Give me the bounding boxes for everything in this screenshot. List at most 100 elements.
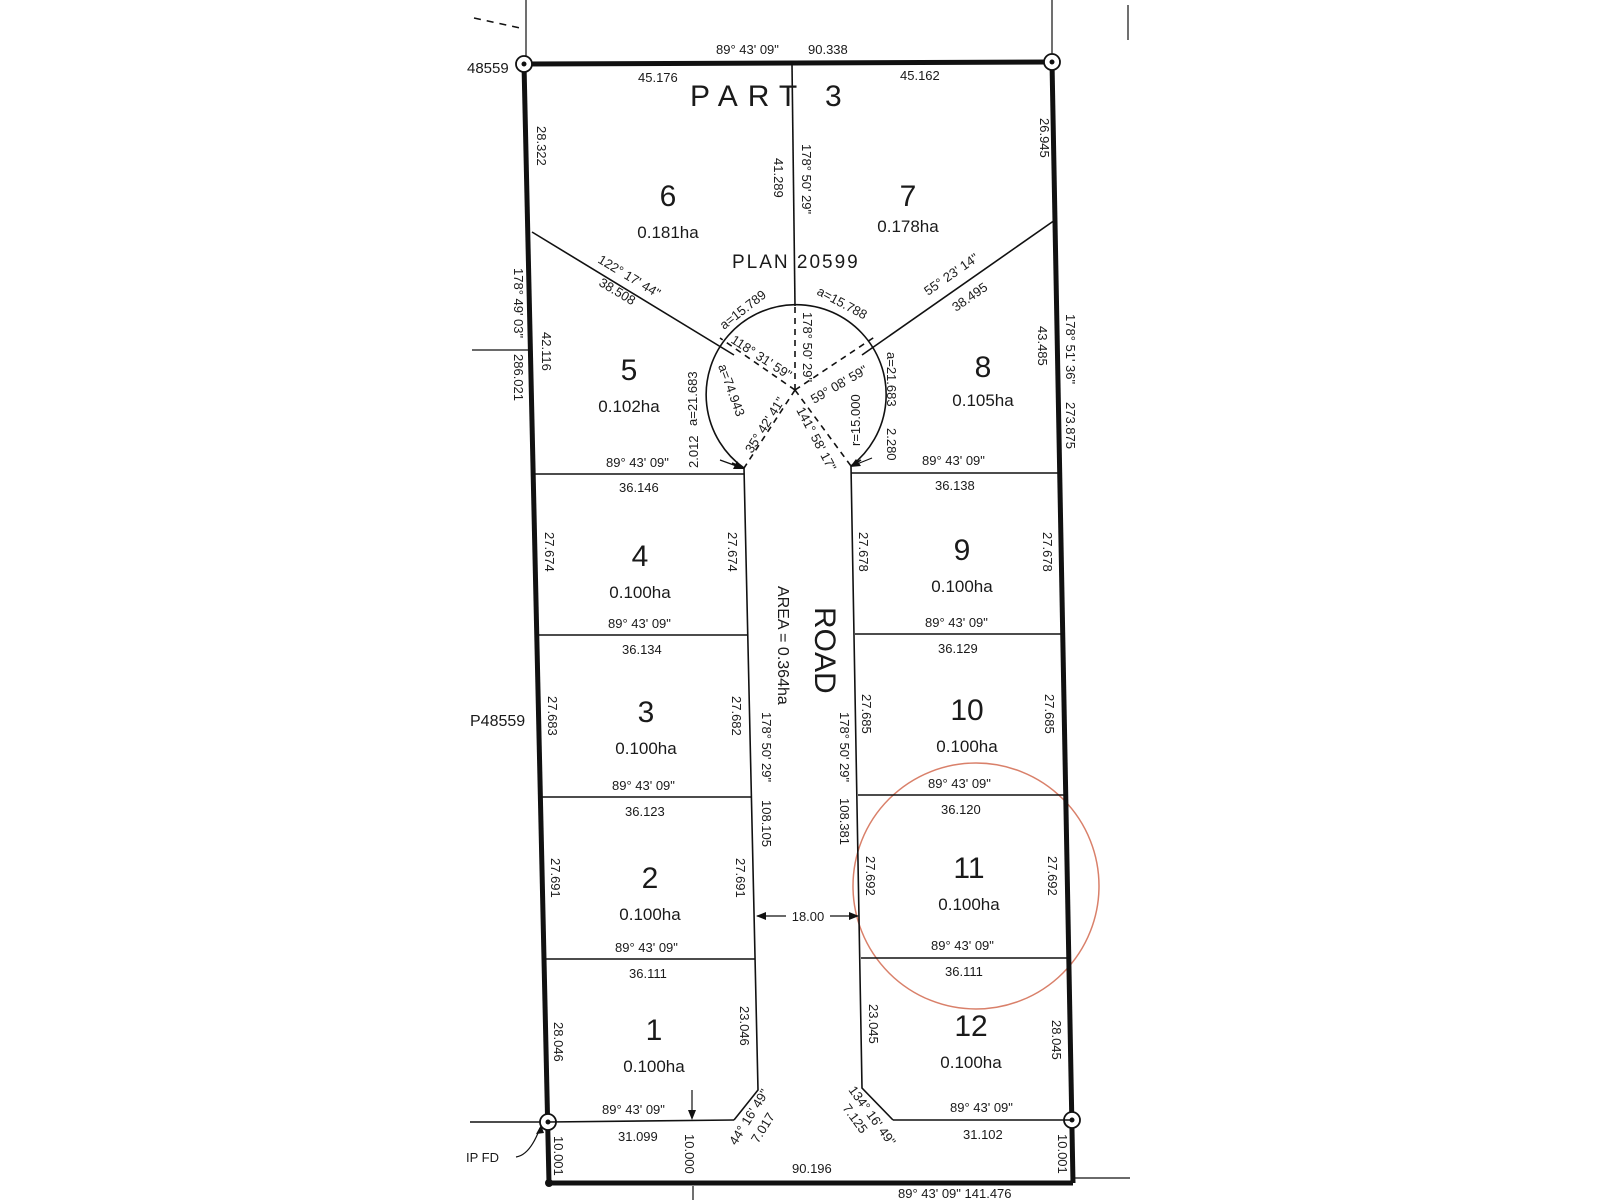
lot-5-6-divider bbox=[531, 231, 735, 356]
dim-road-left-bearing: 178° 50' 29" bbox=[759, 712, 774, 783]
road-left-edge bbox=[733, 467, 759, 1121]
lot-6-number: 6 bbox=[660, 180, 677, 213]
dim-l9-right: 27.678 bbox=[1040, 532, 1055, 572]
dim-top-left: 45.176 bbox=[638, 70, 678, 85]
dim-road-right-len: 108.381 bbox=[837, 798, 852, 845]
boundary-top bbox=[523, 59, 1053, 67]
ip-fd-arrowhead bbox=[536, 1125, 544, 1134]
road-width-label-bg bbox=[786, 906, 830, 926]
dim-angle-1: 118° 31' 59" bbox=[728, 332, 794, 382]
dim-center-bearing: 178° 50' 29" bbox=[800, 312, 815, 383]
corner-bottom-left-dot bbox=[545, 1179, 553, 1187]
dim-l12-bottom: 31.102 bbox=[963, 1127, 1003, 1142]
dim-l10-right: 27.685 bbox=[1042, 694, 1057, 734]
context-line-top-dashed bbox=[473, 17, 521, 29]
dim-l9-left: 27.678 bbox=[856, 532, 871, 572]
lot-5-number: 5 bbox=[621, 354, 638, 387]
lot-11-number: 11 bbox=[953, 852, 984, 885]
dim-right-total: 273.875 bbox=[1063, 402, 1078, 449]
dim-l2-right: 27.691 bbox=[733, 858, 748, 898]
dim-bottom-left-side: 10.001 bbox=[551, 1136, 566, 1176]
adjacent-plan-top: 48559 bbox=[467, 60, 509, 77]
dim-right-bearing: 178° 51' 36" bbox=[1063, 314, 1078, 385]
dim-l11-left: 27.692 bbox=[863, 856, 878, 896]
dim-l5-bottom-bearing: 89° 43' 09" bbox=[606, 455, 669, 470]
lot-7: 7 0.178ha bbox=[877, 180, 939, 236]
lot-2-area: 0.100ha bbox=[619, 905, 681, 924]
road-width-label: 18.00 bbox=[792, 909, 825, 924]
dim-radius: r=15.000 bbox=[848, 394, 863, 446]
dim-top-total: 90.338 bbox=[808, 42, 848, 57]
dim-l4-left: 27.674 bbox=[542, 532, 557, 572]
dim-left-total: 286.021 bbox=[511, 354, 526, 401]
lot-11: 11 0.100ha bbox=[938, 852, 1000, 914]
dim-arc-right-side: a=21.683 bbox=[884, 352, 899, 407]
lot-5-area: 0.102ha bbox=[598, 397, 660, 416]
right-offset-arrowhead bbox=[850, 459, 861, 467]
dim-arc-left-side: a=21.683 bbox=[685, 371, 700, 426]
dim-angle-3: 35° 42' 41" bbox=[742, 394, 788, 456]
lot-4-area: 0.100ha bbox=[609, 583, 671, 602]
part-label: PART 3 bbox=[690, 80, 852, 113]
lot-8: 8 0.105ha bbox=[952, 351, 1014, 410]
dim-arc-left-chord: a=74.943 bbox=[715, 362, 748, 418]
dim-top-right: 45.162 bbox=[900, 68, 940, 83]
dim-l2-bottom-bearing: 89° 43' 09" bbox=[615, 940, 678, 955]
dim-angle-4: 141° 58' 17" bbox=[793, 404, 839, 473]
cul-de-sac-bulb bbox=[705, 303, 887, 469]
dim-left-offset: 2.012 bbox=[686, 435, 701, 468]
adjacent-plan-mid: P48559 bbox=[470, 713, 525, 730]
lot-3-area: 0.100ha bbox=[615, 739, 677, 758]
road-label: ROAD bbox=[808, 607, 841, 694]
lot-1-bottom-line bbox=[547, 1119, 735, 1123]
monument-top-left-dot bbox=[521, 61, 527, 67]
radial-line-upper-right bbox=[794, 335, 877, 391]
dim-l3-left: 27.683 bbox=[545, 696, 560, 736]
dim-l1-bottom-bearing: 89° 43' 09" bbox=[602, 1102, 665, 1117]
lot-4: 4 0.100ha bbox=[609, 540, 671, 602]
dim-bottom-right-side: 10.001 bbox=[1055, 1134, 1070, 1174]
dim-right-8: 43.485 bbox=[1035, 326, 1050, 366]
lot-9: 9 0.100ha bbox=[931, 534, 993, 596]
lot-10-area: 0.100ha bbox=[936, 737, 998, 756]
dim-left-5: 42.116 bbox=[539, 332, 554, 371]
lot-4-number: 4 bbox=[632, 540, 649, 573]
lot-3-number: 3 bbox=[638, 696, 655, 729]
dim-l1-left: 28.046 bbox=[551, 1022, 566, 1062]
boundary-right bbox=[1049, 61, 1076, 1184]
dim-l4-bottom: 36.134 bbox=[622, 642, 662, 657]
ip-found-label: IP FD bbox=[466, 1150, 499, 1165]
dim-bottom-total: 90.196 bbox=[792, 1161, 832, 1176]
lot-10-number: 10 bbox=[950, 694, 983, 727]
lot-7-area: 0.178ha bbox=[877, 217, 939, 236]
dim-l3-bottom-bearing: 89° 43' 09" bbox=[612, 778, 675, 793]
dim-l4-bottom-bearing: 89° 43' 09" bbox=[608, 616, 671, 631]
lot-8-area: 0.105ha bbox=[952, 391, 1014, 410]
road-area-label: AREA = 0.364ha bbox=[774, 586, 791, 705]
dim-l12-left: 23.045 bbox=[866, 1004, 881, 1044]
dim-arc-left-top: a=15.789 bbox=[717, 287, 769, 332]
road-width-arrowhead-left bbox=[756, 912, 766, 920]
dim-l9-bottom: 36.129 bbox=[938, 641, 978, 656]
lot-11-highlight-circle bbox=[852, 762, 1100, 1010]
dim-l12-right: 28.045 bbox=[1049, 1020, 1064, 1060]
dim-l2-left: 27.691 bbox=[548, 858, 563, 898]
lot-2-number: 2 bbox=[642, 862, 659, 895]
lot-6-7-divider bbox=[791, 63, 796, 307]
dim-l8-dist: 38.495 bbox=[949, 279, 990, 314]
dim-right-top: 26.945 bbox=[1037, 118, 1052, 158]
radial-line-lower-left bbox=[743, 389, 796, 469]
lot-3: 3 0.100ha bbox=[615, 696, 677, 758]
lot-12-area: 0.100ha bbox=[940, 1053, 1002, 1072]
lot-1: 1 0.100ha bbox=[623, 1014, 685, 1076]
lot-1-area: 0.100ha bbox=[623, 1057, 685, 1076]
dim-road-left-len: 108.105 bbox=[759, 800, 774, 847]
dim-l1-right: 23.046 bbox=[737, 1006, 752, 1046]
dim-road-right-bearing: 178° 50' 29" bbox=[837, 712, 852, 783]
dim-l10-bottom: 36.120 bbox=[941, 802, 981, 817]
ip-fd-leader bbox=[515, 1127, 541, 1158]
dim-l5-bottom: 36.146 bbox=[619, 480, 659, 495]
dim-bottom-bearing-total: 89° 43' 09" 141.476 bbox=[898, 1186, 1012, 1200]
dim-left-top: 28.322 bbox=[534, 126, 549, 166]
